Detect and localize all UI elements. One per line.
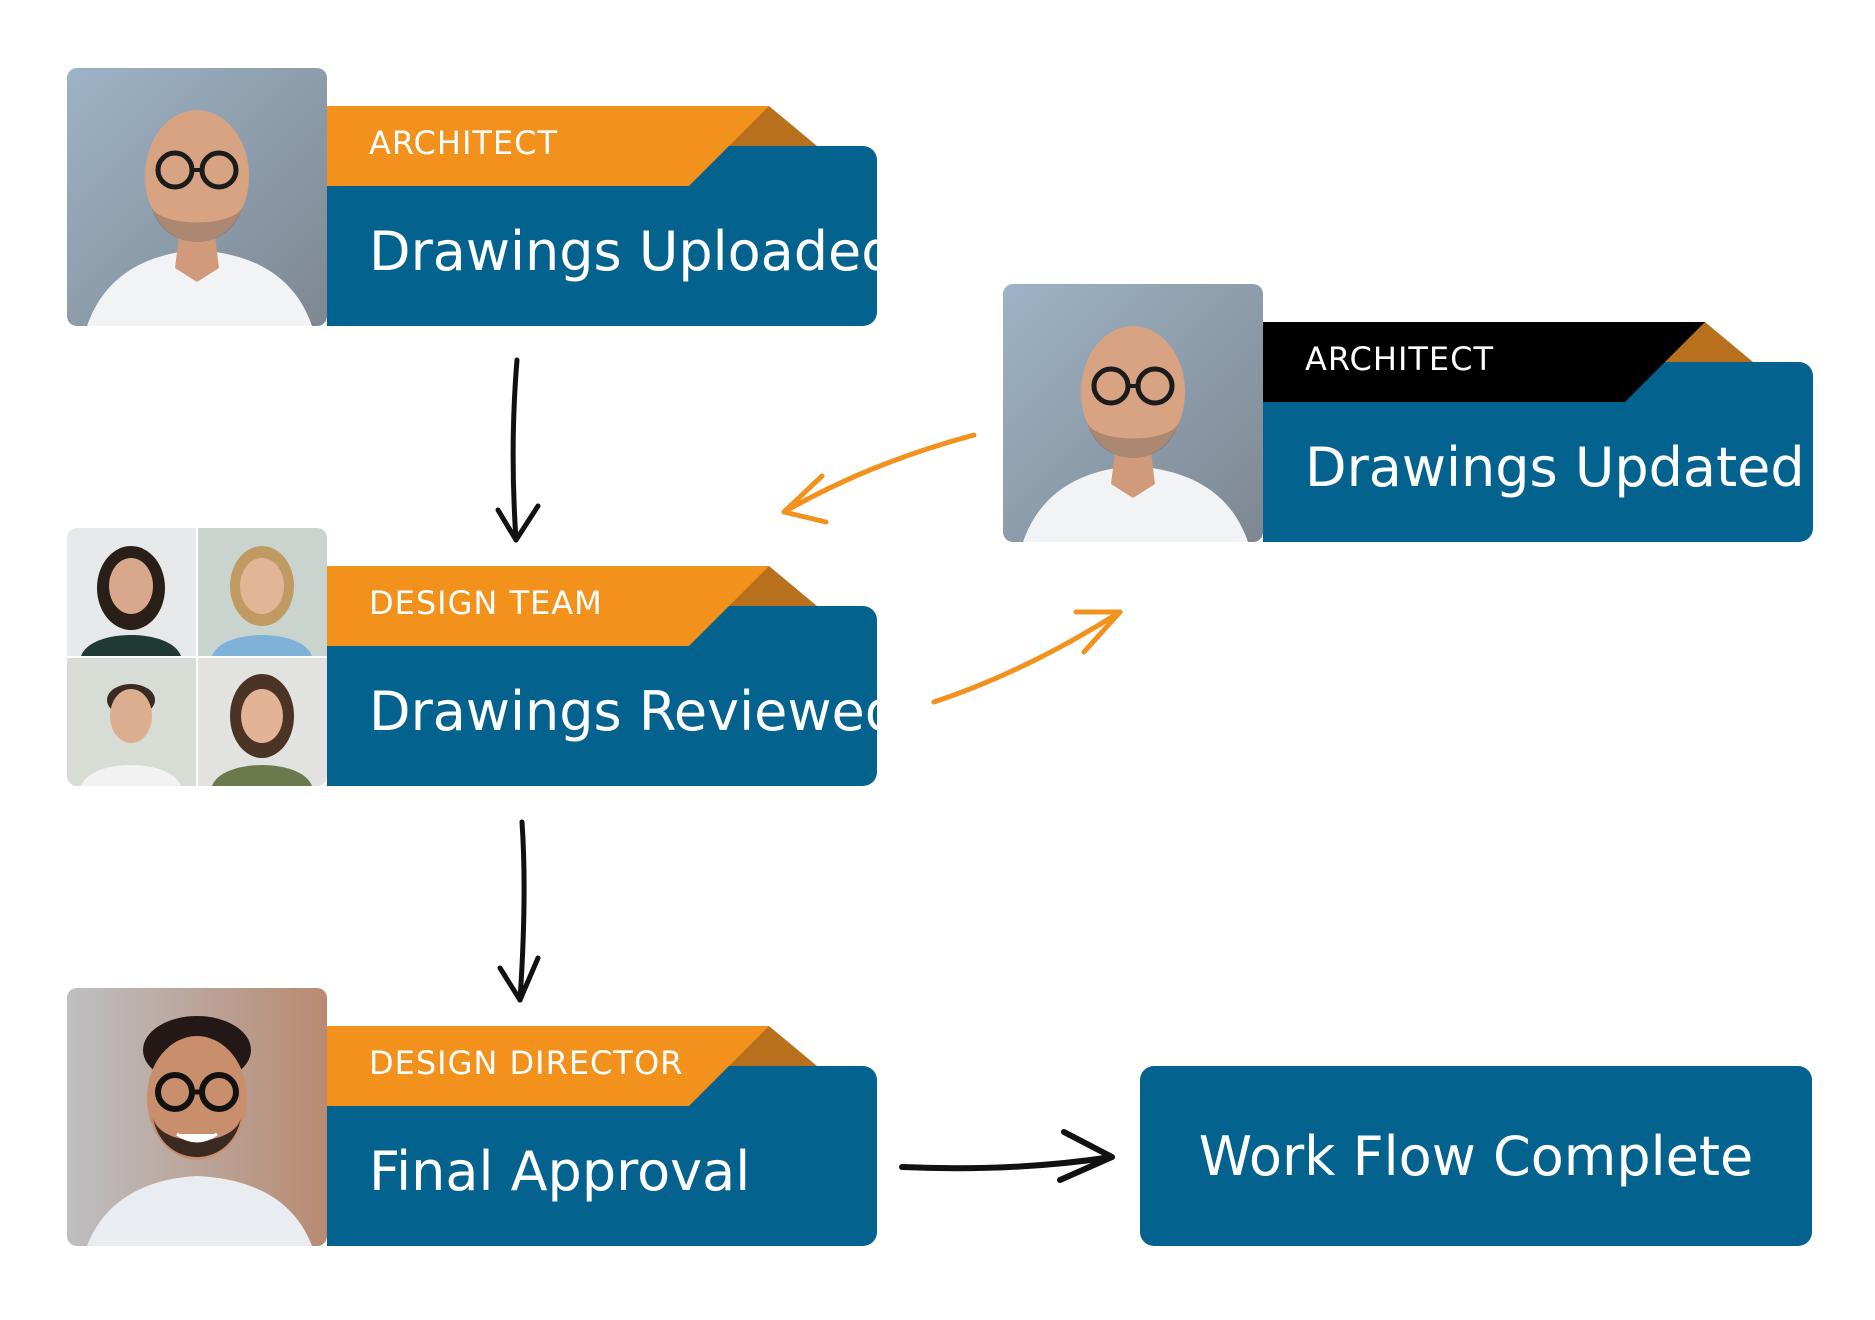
node-drawings-uploaded: ARCHITECT Drawings Uploaded: [327, 106, 896, 326]
role-tab-orange: [327, 1026, 817, 1106]
team-member-avatar: [198, 658, 327, 786]
role-tab-orange: [327, 106, 817, 186]
role-tab-black: [1263, 322, 1753, 402]
node-role-label: ARCHITECT: [1305, 340, 1495, 378]
arrow-uploaded-to-reviewed: [495, 357, 541, 543]
node-title: Drawings Updated: [1305, 436, 1805, 499]
team-member-avatar: [67, 528, 196, 656]
node-final-approval: DESIGN DIRECTOR Final Approval: [327, 1026, 877, 1246]
arrow-reviewed-to-updated: [931, 609, 1123, 705]
node-work-flow-complete: Work Flow Complete: [1140, 1066, 1812, 1246]
node-title: Drawings Uploaded: [369, 220, 896, 283]
team-member-avatar: [198, 528, 327, 656]
role-tab-orange: [327, 566, 817, 646]
node-drawings-updated: ARCHITECT Drawings Updated: [1263, 322, 1813, 542]
node-title: Drawings Reviewed: [369, 680, 900, 743]
architect-avatar: [67, 68, 327, 326]
node-role-label: DESIGN TEAM: [369, 584, 603, 622]
arrow-approval-to-complete: [899, 1129, 1115, 1183]
node-title: Final Approval: [369, 1140, 751, 1203]
node-drawings-reviewed: DESIGN TEAM Drawings Reviewed: [327, 566, 899, 786]
node-role-label: ARCHITECT: [369, 124, 559, 162]
arrow-updated-to-reviewed: [781, 432, 977, 525]
arrow-reviewed-to-approval: [497, 819, 541, 1003]
architect-avatar: [1003, 284, 1263, 542]
node-role-label: DESIGN DIRECTOR: [369, 1044, 684, 1082]
node-title: Work Flow Complete: [1198, 1124, 1754, 1188]
team-member-avatar: [67, 658, 196, 786]
design-director-avatar: [67, 988, 327, 1246]
design-team-avatars: [67, 528, 327, 786]
